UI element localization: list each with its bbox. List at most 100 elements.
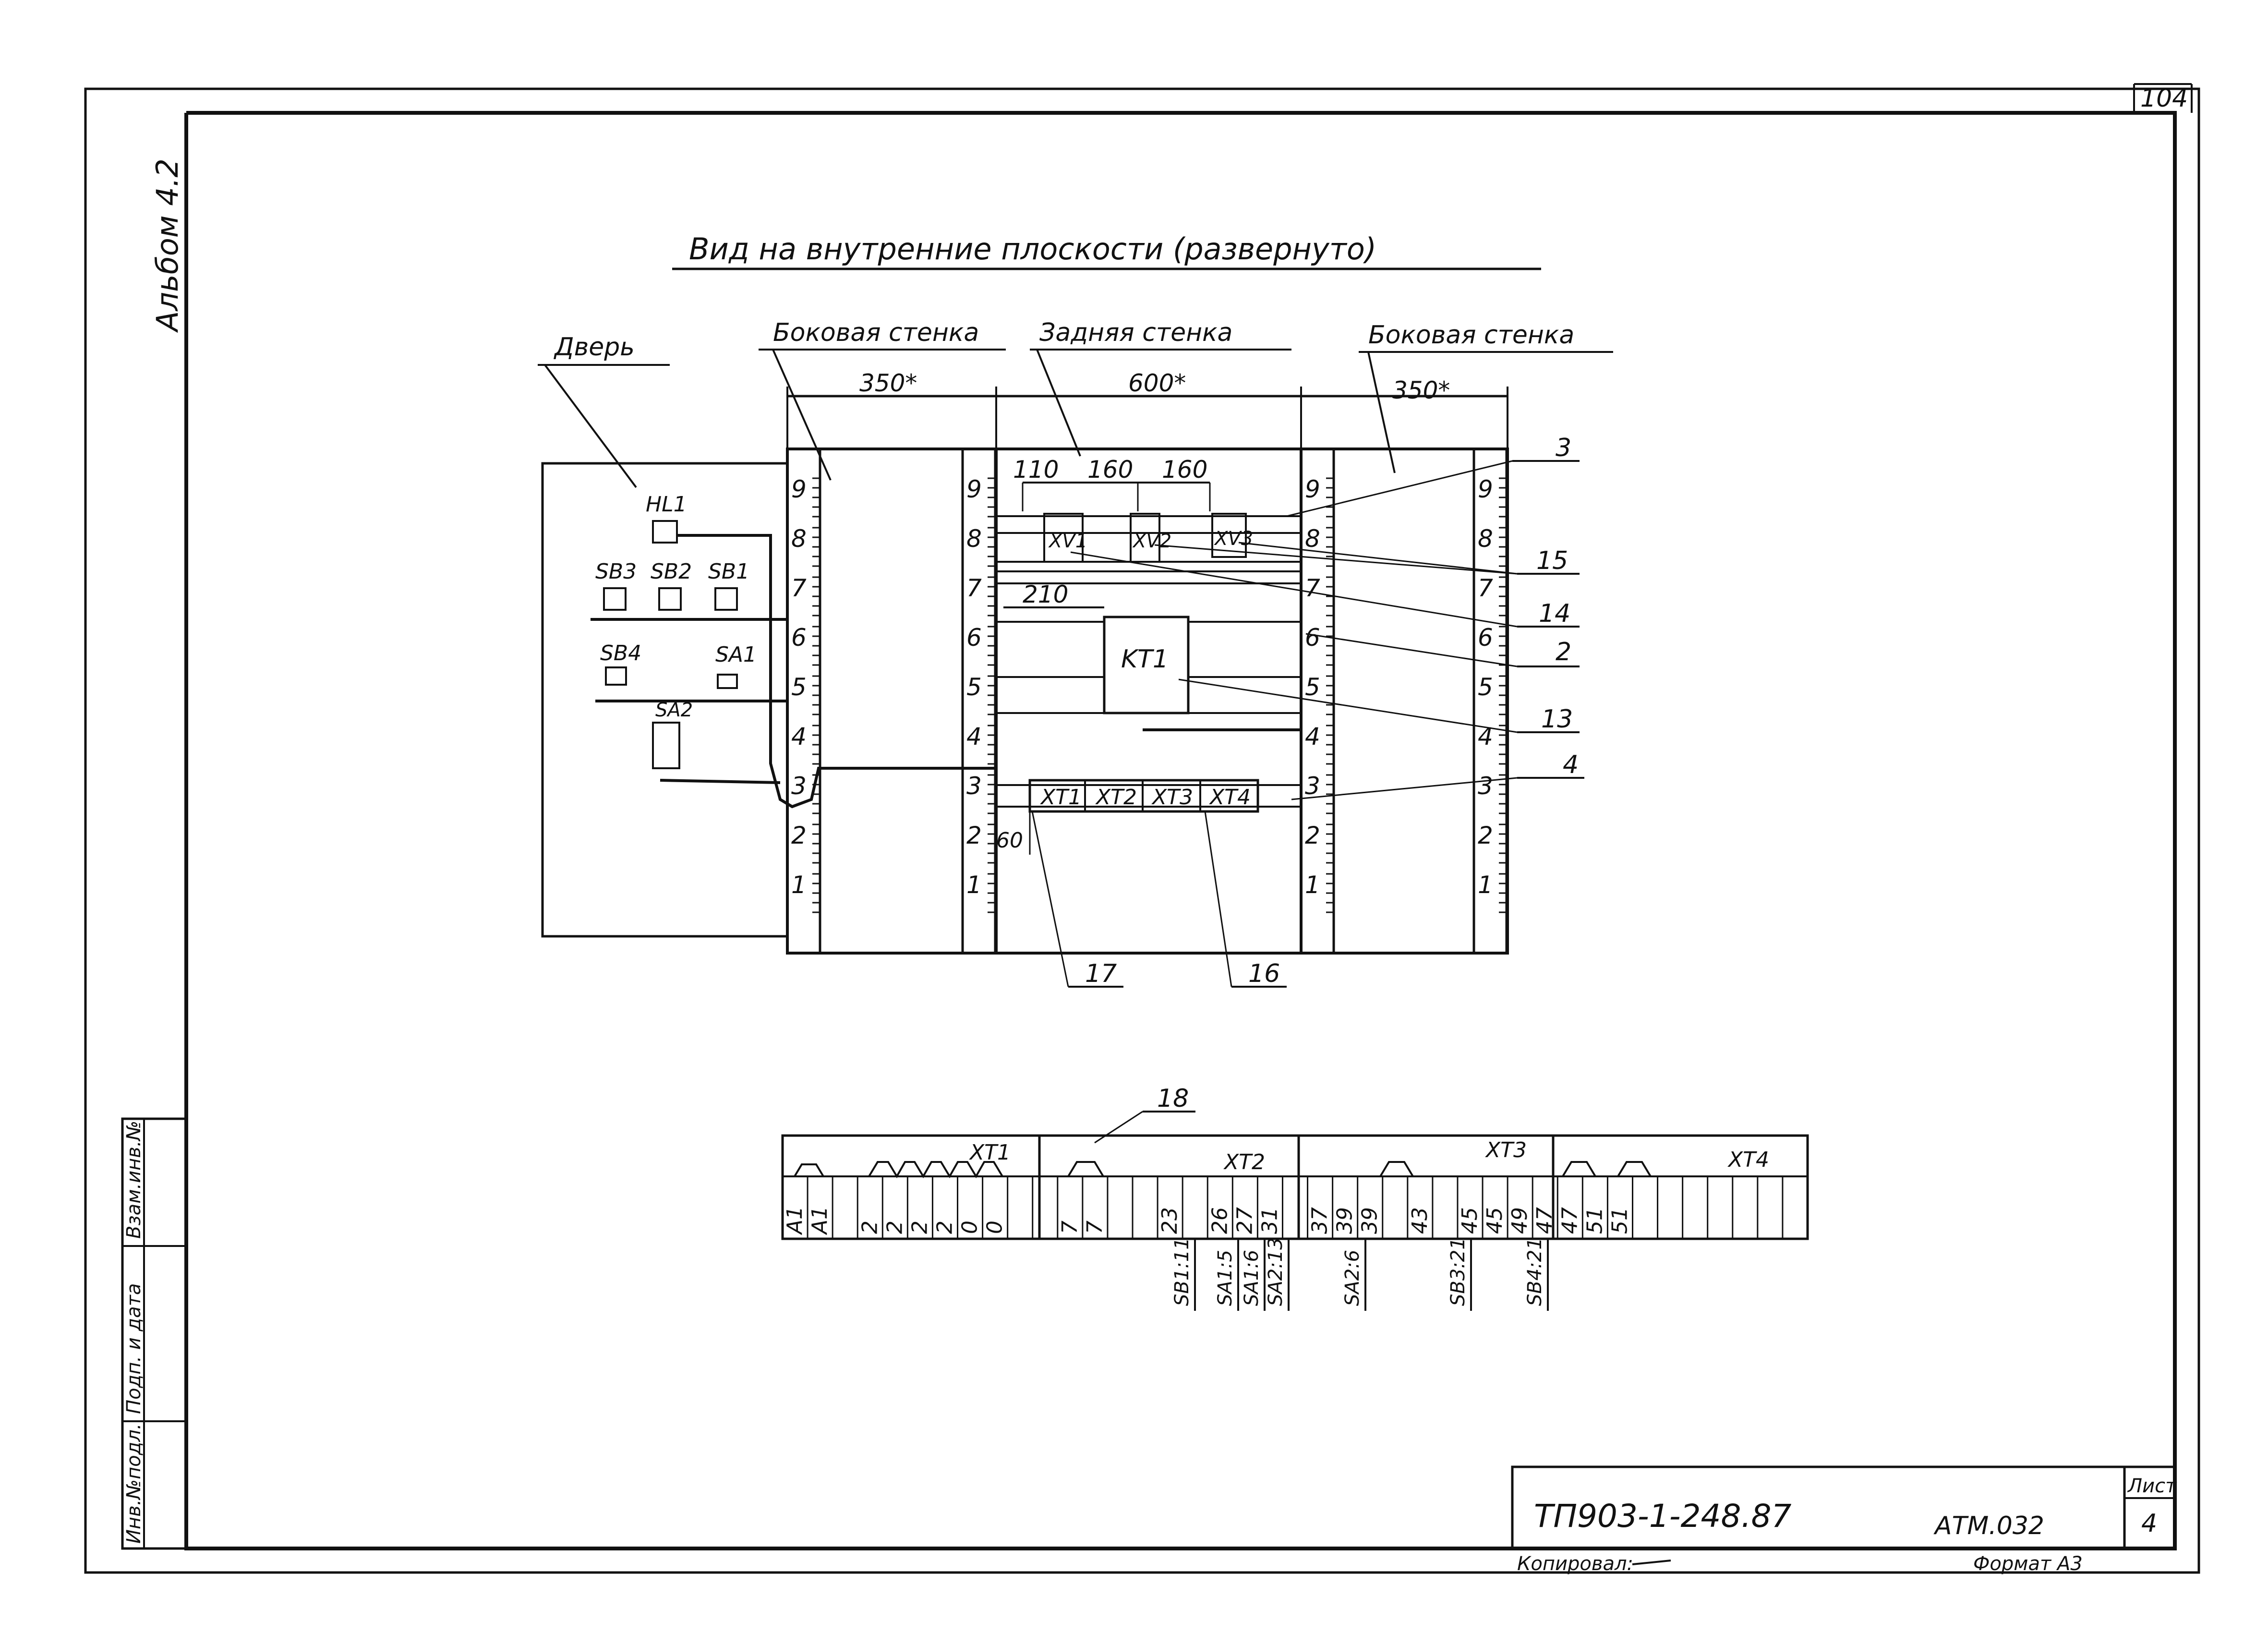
scale-mark: 3 xyxy=(1305,772,1320,800)
terminal-label: 51 xyxy=(1582,1207,1607,1234)
scale-mark: 9 xyxy=(791,475,807,503)
device-xv2: XV2 xyxy=(1132,530,1171,552)
terminal-label: 0 xyxy=(958,1221,982,1234)
dim-back: 600* xyxy=(1128,369,1186,397)
scale-mark: 7 xyxy=(1478,574,1493,602)
dim-210: 210 xyxy=(1023,581,1068,608)
dim-side-right: 350* xyxy=(1392,376,1450,404)
device-xv3: XV3 xyxy=(1214,528,1253,550)
dim-160a: 160 xyxy=(1087,456,1133,484)
scale-mark: 4 xyxy=(791,723,807,750)
scale-mark: 1 xyxy=(791,871,807,899)
scale-mark: 5 xyxy=(966,673,982,701)
device-hl1: HL1 xyxy=(646,492,687,517)
terminal-label: 0 xyxy=(983,1221,1007,1234)
door-panel xyxy=(541,462,787,938)
stamp-podp-data: Подп. и дата xyxy=(123,1283,145,1414)
device-sb2: SB2 xyxy=(651,559,692,584)
terminal-label: 2 xyxy=(882,1221,907,1234)
connection-label: SA2:6 xyxy=(1341,1250,1363,1306)
connection-label: SB4:21 xyxy=(1524,1237,1546,1306)
terminal-label: 47 xyxy=(1532,1207,1557,1234)
scale-mark: 4 xyxy=(966,723,982,750)
terminal-label: 27 xyxy=(1232,1207,1257,1234)
scale-mark: 1 xyxy=(966,871,982,899)
xv3-block xyxy=(1211,513,1247,558)
dim-160b: 160 xyxy=(1162,456,1207,484)
terminal-label: 7 xyxy=(1058,1221,1082,1234)
outer-frame xyxy=(84,87,2200,1574)
scale-mark: 2 xyxy=(966,822,982,849)
xv1-block xyxy=(1043,513,1084,563)
terminal-label: 26 xyxy=(1207,1207,1232,1234)
dim-60: 60 xyxy=(996,828,1023,853)
format-label: Формат А3 xyxy=(1973,1553,2083,1575)
callouts: 3 15 14 2 13 4 17 16 18 xyxy=(1031,434,1584,1144)
terminal-label: 2 xyxy=(857,1221,882,1234)
device-sa2: SA2 xyxy=(655,699,693,721)
callout-14: 14 xyxy=(1539,599,1570,628)
terminal-label: 45 xyxy=(1483,1207,1507,1234)
callout-17: 17 xyxy=(1085,959,1117,988)
strip-block-xt3: XT3 xyxy=(1485,1138,1527,1162)
scale-mark: 2 xyxy=(791,822,807,849)
scale-mark: 3 xyxy=(966,772,982,800)
strip-block-xt2: XT2 xyxy=(1223,1150,1265,1174)
connection-label: SA2:13 xyxy=(1265,1237,1287,1306)
scale-mark: 9 xyxy=(1305,475,1320,503)
scale-mark: 3 xyxy=(1478,772,1493,800)
callout-18: 18 xyxy=(1157,1084,1189,1113)
callout-2: 2 xyxy=(1556,638,1571,666)
scale-mark: 6 xyxy=(1478,624,1493,652)
scale-mark: 7 xyxy=(966,574,982,602)
device-sb4: SB4 xyxy=(600,641,641,665)
terminal-label: 37 xyxy=(1308,1207,1332,1234)
device-xv1: XV1 xyxy=(1048,530,1087,552)
callout-15: 15 xyxy=(1536,546,1568,575)
connection-label: SA1:5 xyxy=(1214,1250,1236,1306)
scale-mark: 6 xyxy=(966,624,982,652)
terminal-label: 7 xyxy=(1083,1221,1107,1234)
terminal-label: 23 xyxy=(1158,1207,1182,1234)
label-side-right: Боковая стенка xyxy=(1368,321,1574,350)
label-back: Задняя стенка xyxy=(1039,318,1232,347)
scale-mark: 5 xyxy=(791,673,807,701)
label-side-left: Боковая стенка xyxy=(773,318,979,347)
terminal-label: A1 xyxy=(808,1206,832,1235)
terminal-label: 2 xyxy=(907,1221,932,1234)
device-kt1: KT1 xyxy=(1121,645,1169,674)
scale-mark: 5 xyxy=(1305,673,1320,701)
connection-label: SB1:11 xyxy=(1171,1237,1193,1306)
scale-mark: 1 xyxy=(1478,871,1493,899)
xt-row xyxy=(1028,779,1259,813)
device-xt1: XT1 xyxy=(1040,785,1082,810)
device-sa1: SA1 xyxy=(715,642,757,667)
terminal-label: 39 xyxy=(1333,1207,1357,1234)
device-sb1: SB1 xyxy=(708,559,749,584)
title-block: ТП903-1-248.87 АТМ.032 Лист 4 Копировал:… xyxy=(1511,1465,2177,1575)
scale-mark: 9 xyxy=(1478,475,1493,503)
doc-number: ТП903-1-248.87 xyxy=(1534,1498,1791,1535)
terminal-label: 47 xyxy=(1557,1207,1582,1234)
connection-label: SB3:21 xyxy=(1447,1237,1469,1306)
scale-mark: 8 xyxy=(1478,525,1493,553)
scale-mark: 2 xyxy=(1478,822,1493,849)
scale-mark: 3 xyxy=(791,772,807,800)
connection-label: SA1:6 xyxy=(1241,1250,1263,1306)
inner-frame xyxy=(184,111,2177,1550)
stamp-inv-podl: Инв.№подл. xyxy=(123,1423,145,1544)
doc-code: АТМ.032 xyxy=(1933,1512,2044,1540)
device-xt2: XT2 xyxy=(1095,785,1137,810)
scale-mark: 7 xyxy=(1305,574,1320,602)
strip-block-xt4: XT4 xyxy=(1727,1148,1769,1172)
scale-mark: 9 xyxy=(966,475,982,503)
strip-block-xt1: XT1 xyxy=(969,1140,1011,1165)
callout-3: 3 xyxy=(1556,434,1571,462)
device-xt4: XT4 xyxy=(1209,785,1251,810)
scale-mark: 6 xyxy=(1305,624,1320,652)
device-sb3: SB3 xyxy=(595,559,637,584)
